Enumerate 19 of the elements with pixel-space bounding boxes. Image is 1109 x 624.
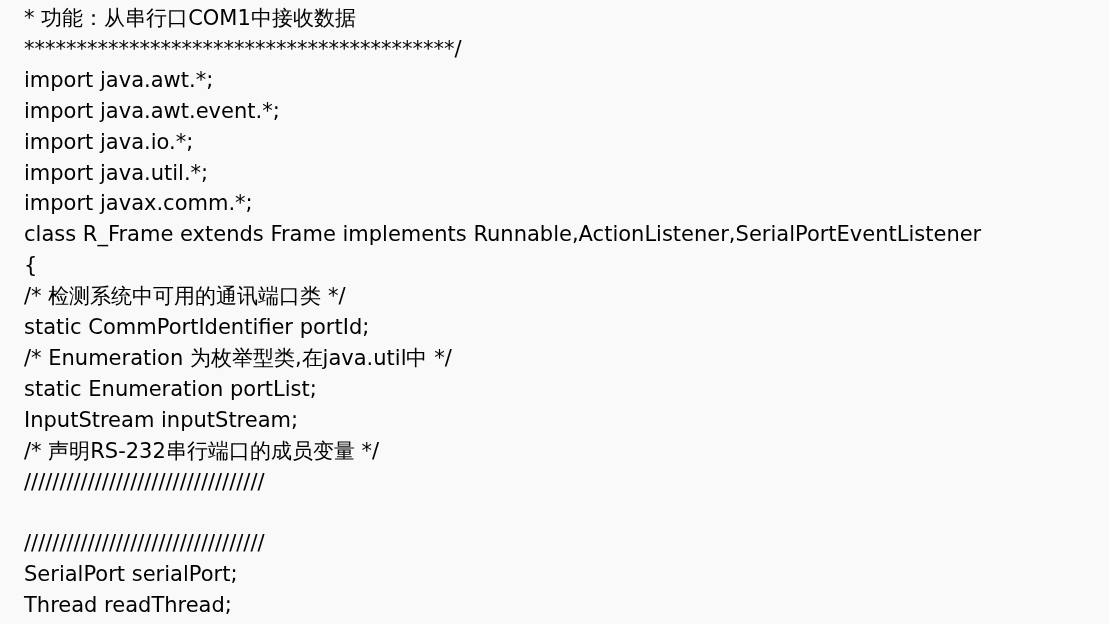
code-line: static CommPortIdentifier portId; [24, 314, 370, 341]
code-line: /* Enumeration 为枚举型类,在java.util中 */ [24, 344, 452, 372]
code-line: SerialPort serialPort; [24, 561, 238, 589]
code-line: *****************************************/ [24, 35, 462, 63]
code-line: InputStream inputStream; [24, 406, 299, 434]
code-line: import java.awt.event.*; [24, 97, 280, 125]
code-line: static Enumeration portList; [24, 375, 317, 403]
code-line: import javax.comm.*; [24, 190, 253, 218]
code-line: /* 声明RS-232串行端口的成员变量 */ [24, 437, 380, 465]
code-line: import java.util.*; [24, 159, 209, 187]
code-line: class R_Frame extends Frame implements Runnable,ActionListener,SerialPortEventListener [24, 221, 982, 249]
code-line: * 功能：从串行口COM1中接收数据 [24, 5, 356, 32]
code-line: ////////////////////////////////// [24, 530, 265, 558]
code-line: { [24, 252, 38, 280]
code-line: import java.io.*; [24, 128, 194, 156]
code-line: import java.awt.*; [24, 66, 214, 94]
code-line: /* 检测系统中可用的通讯端口类 */ [24, 283, 346, 311]
code-line: Thread readThread; [24, 592, 232, 620]
code-line: ////////////////////////////////// [24, 468, 265, 496]
